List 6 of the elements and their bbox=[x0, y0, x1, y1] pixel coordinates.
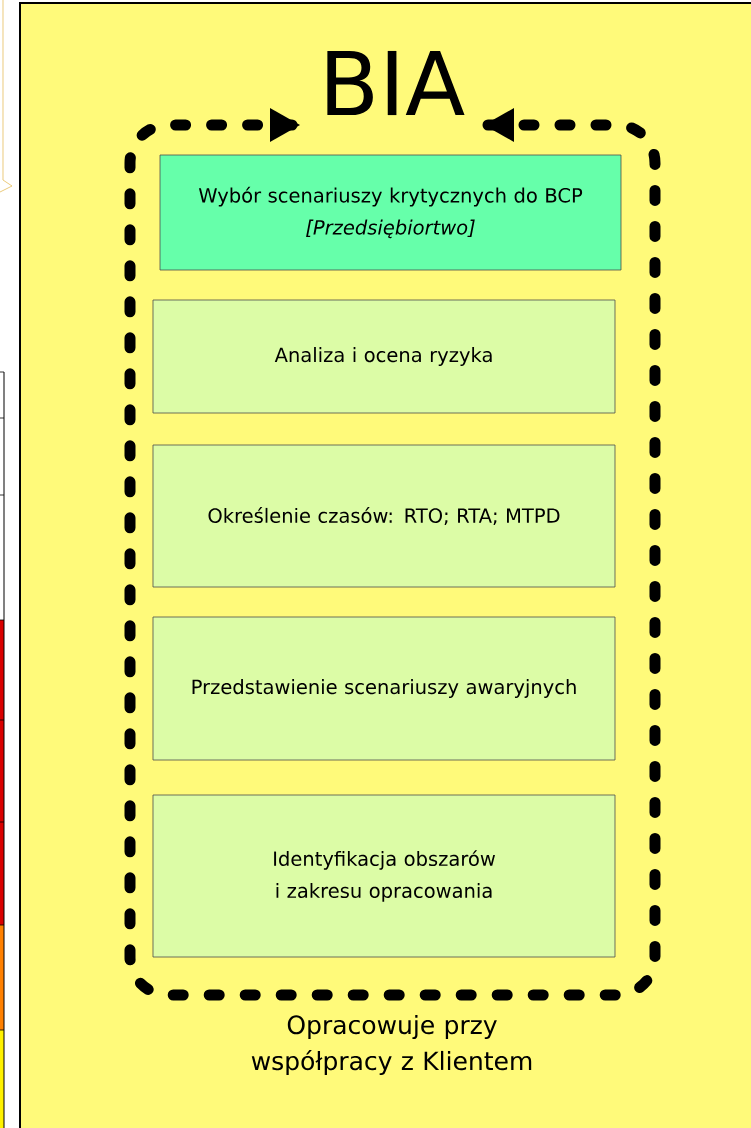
scenario-box: Wybór scenariuszy krytycznych do BCP [Przedsiębiortwo] bbox=[159, 154, 622, 271]
process-box: Określenie czasów: RTO; RTA; MTPD bbox=[152, 444, 616, 588]
process-box: Przedstawienie scenariuszy awaryjnych bbox=[152, 616, 616, 761]
process-box: Analiza i ocena ryzyka bbox=[152, 299, 616, 414]
process-box: Identyfikacja obszarów i zakresu opracowania bbox=[152, 794, 616, 958]
node-label: BIA bbox=[327, 50, 465, 116]
